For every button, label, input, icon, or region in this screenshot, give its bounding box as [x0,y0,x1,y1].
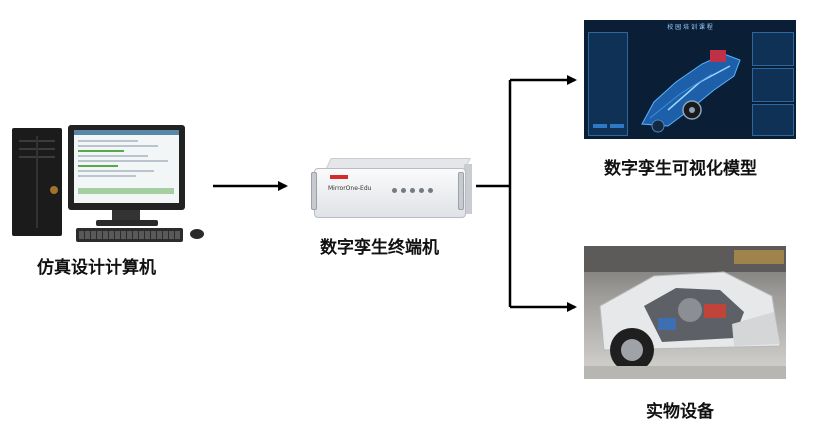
screen-line [78,150,124,152]
terminal-brand: MirrorOne-Edu [328,185,372,192]
terminal-led [401,188,406,193]
screen-line [78,160,168,162]
twin-right-panel [752,32,794,66]
terminal-device-illustration: MirrorOne-Edu [308,158,473,220]
screen-titlebar [74,130,179,135]
tower-divider [36,136,38,228]
twin-right-panel [752,68,794,102]
screen-line [78,175,136,177]
physical-device-image [584,246,786,379]
terminal-handle [458,172,464,210]
twin-right-panel [752,104,794,136]
terminal-led [428,188,433,193]
screen-chart [78,188,174,194]
terminal-side [464,164,472,214]
terminal-led [410,188,415,193]
screen-line [78,145,158,147]
monitor-base [96,220,158,226]
screen-line [78,140,138,142]
twin-model-label: 数字孪生可视化模型 [604,159,757,179]
twin-button [593,124,607,128]
twin-screen-title: 校 园 培 训 课 程 [667,24,713,31]
twin-model-image: 校 园 培 训 课 程 [584,20,796,139]
terminal-led [419,188,424,193]
screen-line [78,170,154,172]
keyboard-icon [76,228,183,242]
terminal-led [392,188,397,193]
computer-label: 仿真设计计算机 [37,258,156,278]
monitor-stand [112,210,140,222]
twin-left-panel [588,32,628,136]
power-button-icon [50,186,58,194]
pc-tower [12,128,62,236]
twin-3d-model-icon [641,50,741,133]
physical-device-label: 实物设备 [646,402,714,422]
monitor-screen [74,130,179,203]
twin-button [610,124,624,128]
screen-line [78,155,148,157]
terminal-logo-icon [330,175,348,179]
car-chassis-icon [584,246,786,379]
pc-monitor [68,125,185,210]
screen-line [78,165,118,167]
terminal-handle [311,172,317,210]
mouse-icon [190,229,204,239]
terminal-label: 数字孪生终端机 [320,238,439,258]
